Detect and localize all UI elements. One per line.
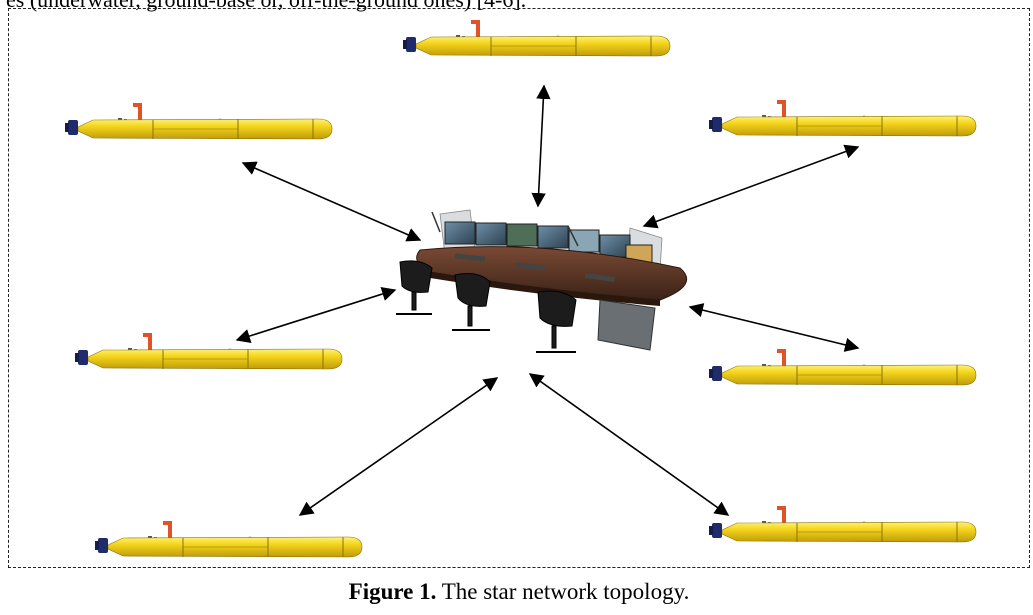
auv-bottom-left [94,520,363,558]
control-station [396,209,688,353]
figure-caption: Figure 1. The star network topology. [8,579,1030,605]
figure-caption-text: The star network topology. [436,579,690,604]
link-top-right [642,144,860,229]
link-top [531,84,551,208]
intro-text: es (underwater, ground-base or, off-the-… [6,0,526,13]
link-bottom-left [298,377,499,516]
auv-top-left [64,102,333,140]
auv-bottom-right [708,505,977,543]
figure-label: Figure 1. [348,579,437,604]
link-top-left [241,161,422,242]
auv-top [402,19,671,57]
link-mid-right [688,303,860,352]
link-bottom-right [528,373,730,516]
auv-mid-left [74,332,343,370]
star-topology-figure [64,19,977,558]
auv-top-right [708,99,977,137]
auv-mid-right [708,348,977,386]
caption-separator [8,567,1030,568]
link-mid-left [235,287,397,343]
